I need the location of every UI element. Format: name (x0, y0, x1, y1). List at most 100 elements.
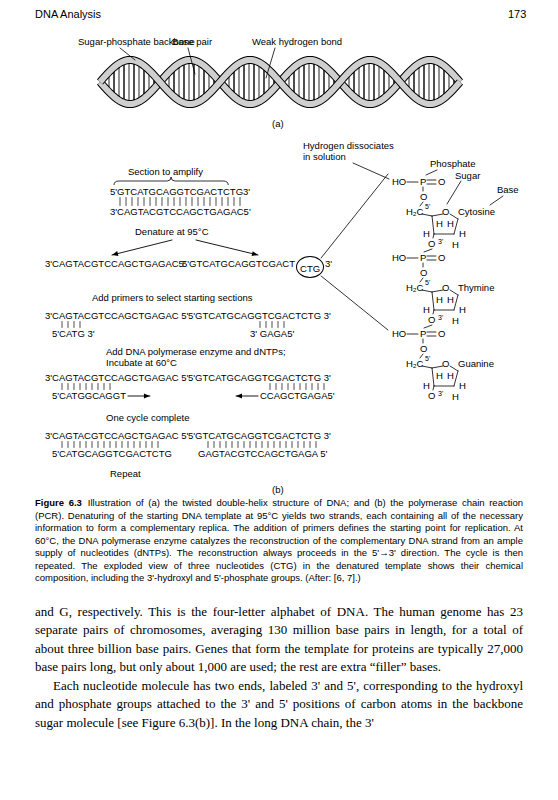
chem-symbol: O (428, 390, 435, 401)
chemical-bond (420, 202, 423, 206)
chemical-bond (407, 182, 418, 183)
hydrogen-bond-tick (86, 384, 87, 390)
hydrogen-bond-tick (214, 442, 215, 448)
hydrogen-bond-tick (280, 442, 281, 448)
hydrogen-bond-tick (180, 198, 181, 206)
hydrogen-bond-tick (244, 442, 245, 448)
chemical-bond (422, 290, 432, 292)
leader-line (490, 196, 503, 205)
leader-line (426, 170, 437, 175)
hydrogen-bond-tick (104, 442, 105, 448)
base-pair-rung (253, 60, 255, 103)
chem-symbol: H₂C (406, 282, 423, 293)
hydrogen-bond-tick (228, 198, 229, 206)
base-pair-rung (438, 62, 440, 101)
zoom-line (321, 276, 388, 330)
chem-symbol: O (420, 191, 427, 202)
body-paragraph: and G, respectively. This is the four-le… (35, 603, 523, 677)
base-name: Thymine (458, 282, 494, 293)
new-strand: 5'CATGGCAGGT (52, 390, 126, 401)
hydrogen-bond-tick (110, 442, 111, 448)
base-pair-rung (183, 61, 185, 103)
hydrogen-bond-tick (250, 442, 251, 448)
hydrogen-bond-tick (120, 198, 121, 206)
panel-label: (a) (272, 118, 284, 129)
base-name: Cytosine (458, 206, 495, 217)
hydrogen-bond-tick (240, 198, 241, 206)
base-pair-rung (243, 61, 245, 103)
chemical-bond (427, 180, 436, 181)
chemical-bond (432, 214, 443, 216)
backbone-ribbon (100, 60, 460, 104)
leader-line (188, 48, 195, 74)
hydrogen-bond-tick (98, 442, 99, 448)
hydrogen-bond-tick (198, 198, 199, 206)
hydrogen-bond-tick (126, 198, 127, 206)
sequence-strand: 5'GTCATGCAGGTCGACTCTG 3' (188, 310, 331, 321)
base-pair-rung (248, 60, 250, 104)
base-pair-rung (378, 62, 380, 101)
hydrogen-bond-tick (174, 198, 175, 206)
sequence-strand: 3' (325, 258, 332, 269)
base-pair-rung (358, 64, 360, 101)
hydrogen-bond-tick (304, 442, 305, 448)
sequence-strand: 3'CAGTACGTCCAGCTGAGAC5' (110, 206, 251, 217)
chem-symbol: P (420, 176, 426, 187)
caption-text: Illustration of (a) the twisted double-h… (35, 497, 523, 583)
base-pair-rung (188, 60, 190, 104)
new-strand: GAGTACGTCCAGCTGAGA 5' (198, 448, 327, 459)
chem-symbol: H (459, 304, 466, 315)
hydrogen-bond-tick (68, 384, 69, 390)
hydrogen-bond-tick (226, 442, 227, 448)
hydrogen-bond-tick (300, 384, 301, 390)
chem-symbol: O (420, 343, 427, 354)
base-pair-rung (138, 62, 140, 101)
chemical-bond (454, 371, 458, 386)
hydrogen-bond-tick (92, 442, 93, 448)
chem-symbol: H₂C (406, 358, 423, 369)
hydrogen-bond-tick (132, 198, 133, 206)
chemical-bond (433, 386, 434, 390)
hydrogen-bond-tick (274, 442, 275, 448)
sequence-strand: 3'CAGTACGTCCAGCTGAGAC 5' (45, 372, 188, 383)
chem-symbol: O (428, 238, 435, 249)
hydrogen-bond-tick (288, 384, 289, 390)
hydrogen-bond-tick (144, 198, 145, 206)
chemical-bond (407, 334, 418, 335)
arrow-head (252, 251, 258, 256)
part-label: Weak hydrogen bond (252, 36, 342, 47)
chem-symbol: HO (392, 176, 406, 187)
chem-symbol: H (436, 370, 443, 381)
chem-symbol: H (459, 380, 466, 391)
denature-arrow (196, 240, 258, 255)
step-note: Add primers to select starting sections (92, 292, 253, 303)
chem-symbol: H (423, 380, 430, 391)
hydrogen-bond-tick (272, 322, 273, 328)
base-pair-rung (178, 64, 180, 101)
step-note: Repeat (110, 468, 141, 479)
hydrogen-bond-tick (80, 384, 81, 390)
base-pair-rung (128, 60, 130, 104)
base-pair-rung (118, 64, 120, 101)
chemical-bond (434, 234, 454, 235)
chem-symbol: O (428, 314, 435, 325)
hydrogen-bond-tick (92, 384, 93, 390)
denature-arrow (112, 240, 172, 255)
primer-strand: 5'CATG 3' (52, 328, 95, 339)
chem-symbol: 5' (425, 203, 430, 211)
chem-symbol: H (436, 218, 443, 229)
hydrogen-bond-tick (220, 442, 221, 448)
hydrogen-bond-tick (152, 442, 153, 448)
chem-symbol: O (420, 267, 427, 278)
hydrogen-bond-tick (278, 322, 279, 328)
sequence-strand: 5'GTCATGCAGGTCGACT (182, 258, 295, 269)
figure-number: Figure 6.3 (35, 497, 82, 508)
hydrogen-bond-tick (310, 442, 311, 448)
hydrogen-bond-tick (312, 384, 313, 390)
leader-line (353, 163, 389, 179)
hydrogen-bond-tick (158, 442, 159, 448)
hydrogen-bond-tick (306, 384, 307, 390)
chemical-bond (432, 290, 443, 292)
hydrogen-bond-tick (140, 442, 141, 448)
